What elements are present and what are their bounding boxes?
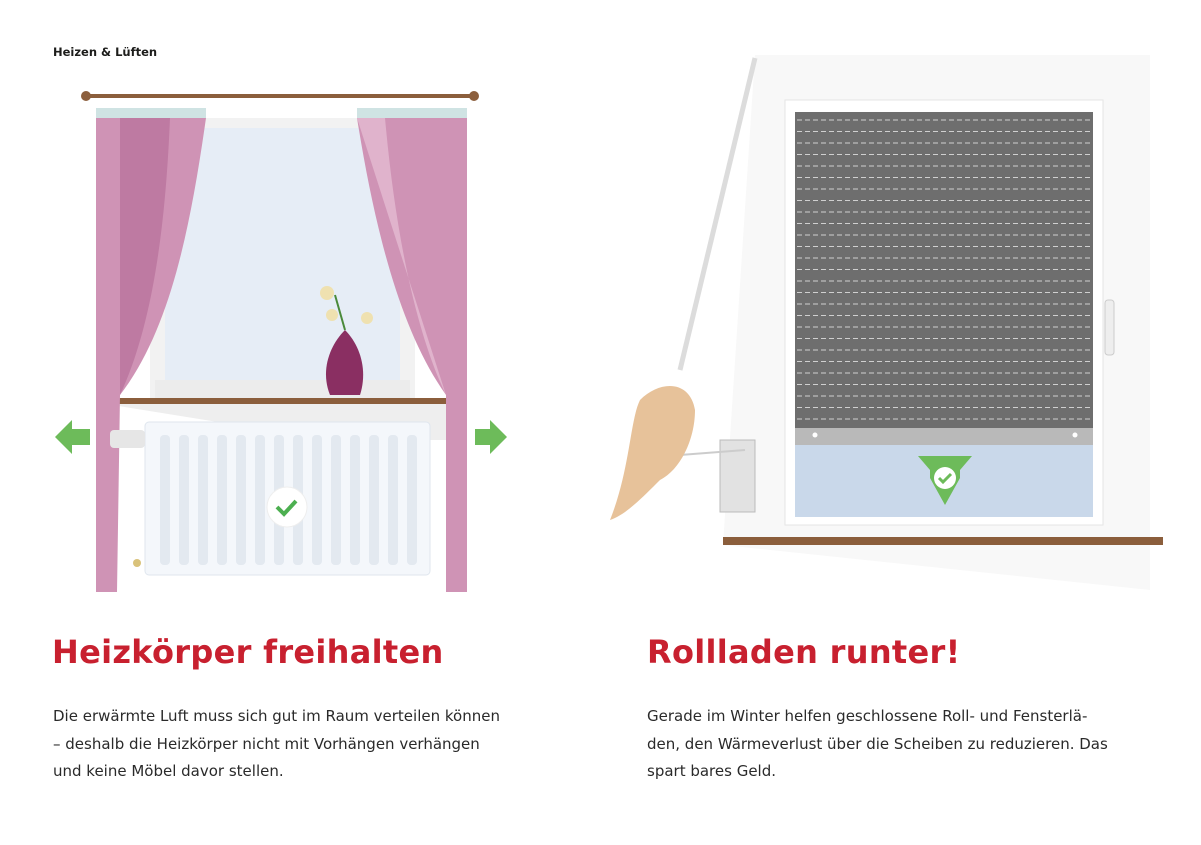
radiator-fin [179,435,189,565]
text-radiator: Die erwärmte Luft muss sich gut im Raum … [53,707,500,780]
shutter-strap [677,57,758,371]
thermostat [110,430,145,448]
radiator-fin [255,435,265,565]
radiator-fin [236,435,246,565]
heading-shutter: Rollladen runter! [647,633,961,671]
window-illustration [55,91,507,592]
vase [325,330,364,395]
radiator-fin [217,435,227,565]
radiator-fin [350,435,360,565]
check-icon [266,486,308,528]
text-shutter: Gerade im Winter helfen geschlossene Rol… [647,707,1108,780]
radiator-fin [312,435,322,565]
radiator-fin [388,435,398,565]
radiator-fin [331,435,341,565]
window-sill [106,398,456,404]
radiator-fin [407,435,417,565]
heading-radiator: Heizkörper freihalten [52,633,444,671]
arrow-left-icon [55,420,90,454]
hand [610,386,695,520]
section-label: Heizen & Lüften [53,45,158,59]
shutter-illustration [610,55,1163,590]
window-sill [723,537,1163,545]
radiator-fin [198,435,208,565]
arrow-right-icon [475,420,507,454]
radiator-fin [160,435,170,565]
window-handle [1104,299,1115,356]
radiator-fin [369,435,379,565]
roller-shutter [795,112,1093,430]
right-curtain [357,118,467,592]
